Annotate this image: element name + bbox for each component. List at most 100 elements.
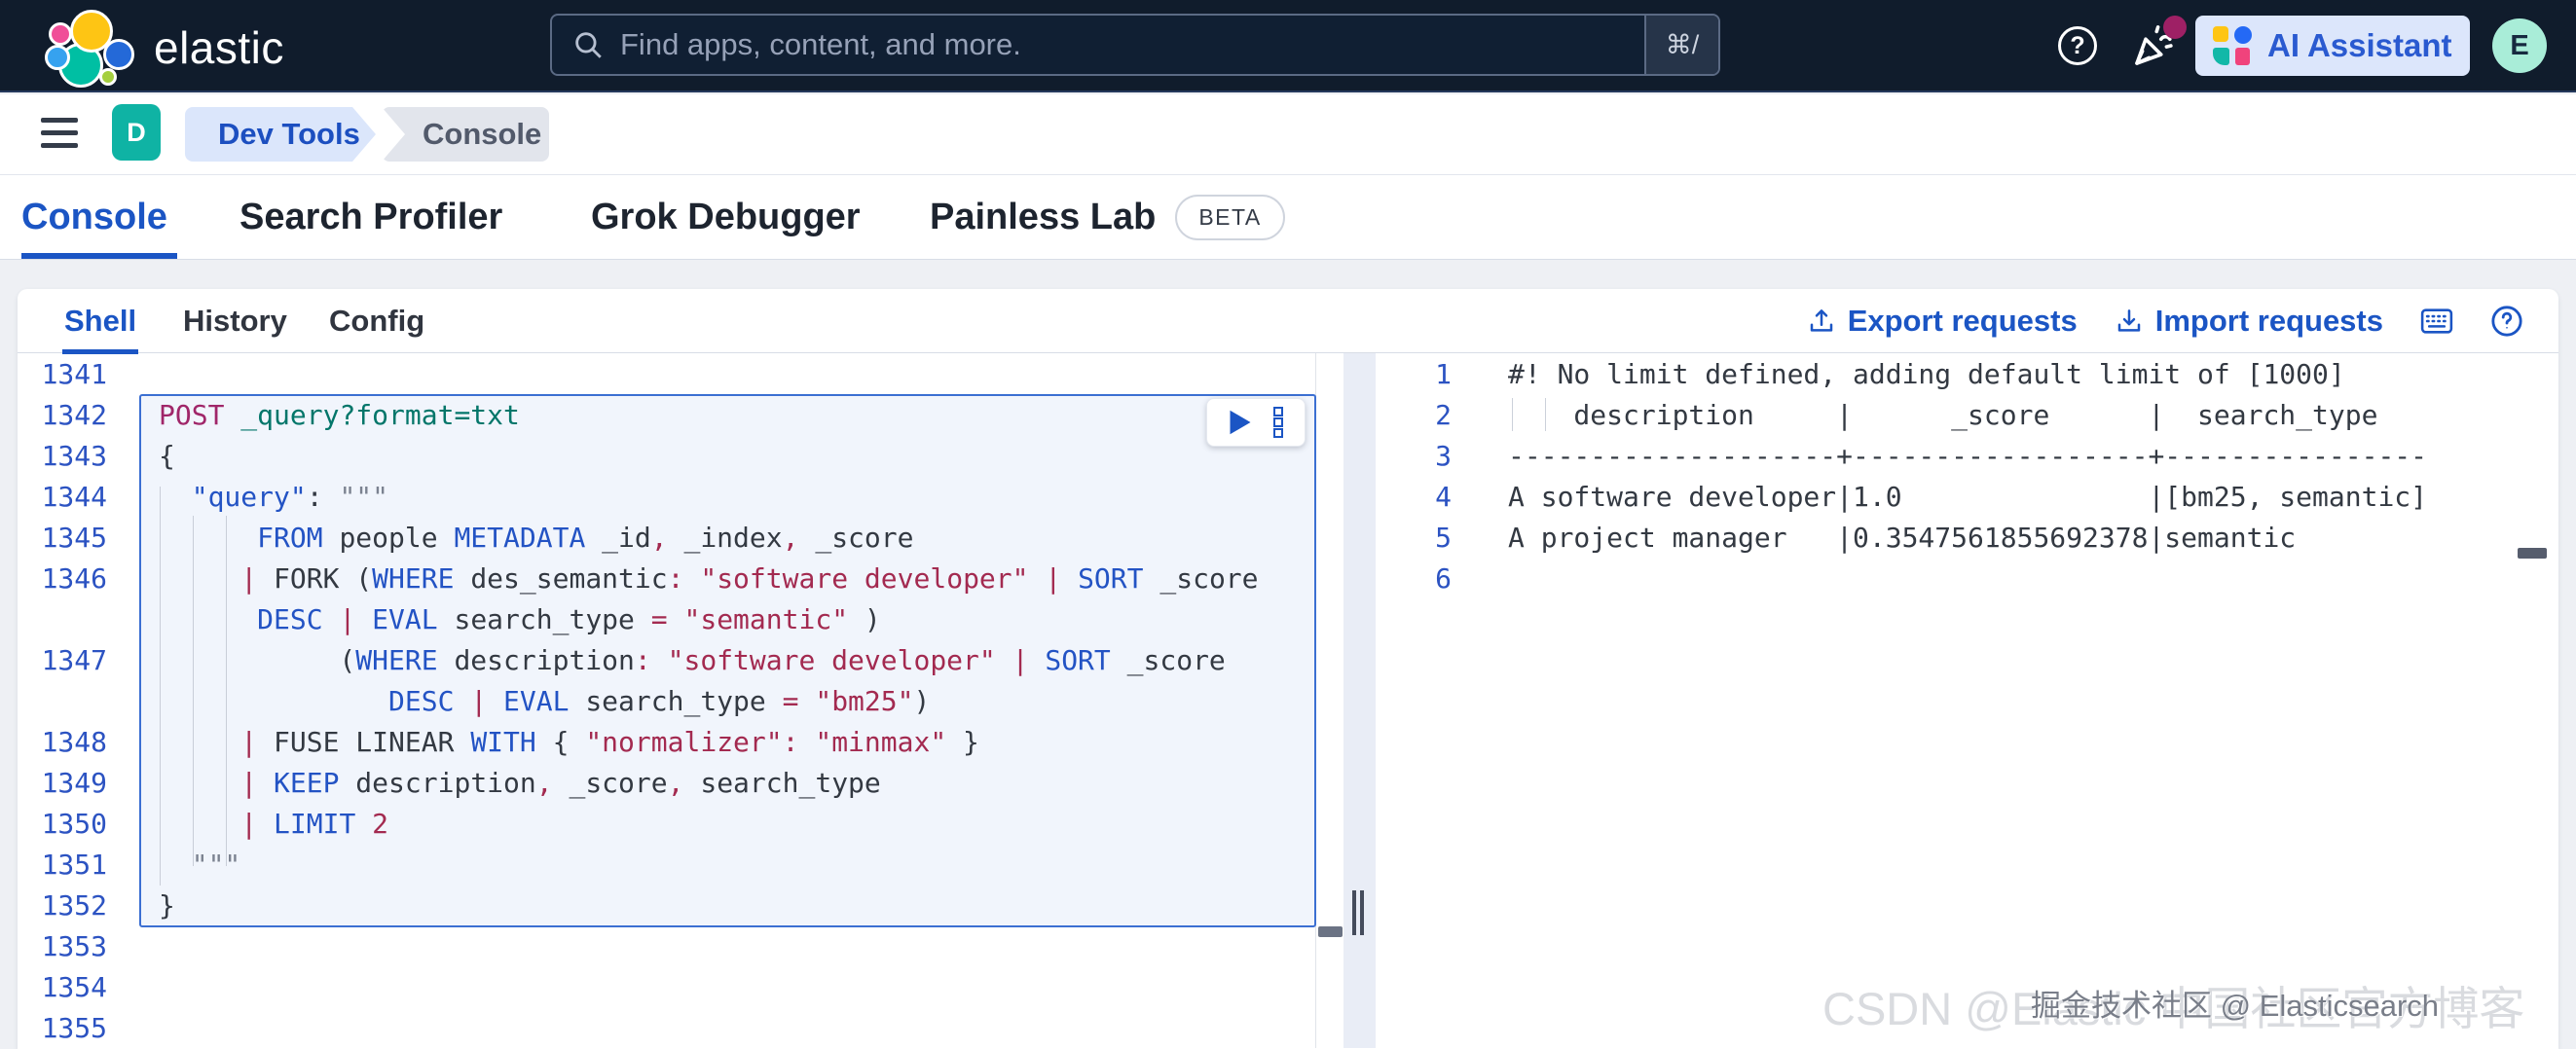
console-card: Shell History Config Export requests <box>18 289 2558 1049</box>
ai-assistant-icon <box>2213 26 2252 65</box>
line-number: 1354 <box>41 970 107 1003</box>
line-number: 1352 <box>41 888 107 922</box>
line-number: 1349 <box>41 766 107 799</box>
indent-guide <box>1512 398 1513 431</box>
tab-history[interactable]: History <box>183 304 287 338</box>
beta-badge: BETA <box>1175 194 1285 240</box>
output-line: 3--------------------+------------------… <box>1376 435 2558 476</box>
ai-assistant-label: AI Assistant <box>2267 27 2452 63</box>
elastic-wordmark: elastic <box>154 22 284 73</box>
editor-line[interactable]: 1354 <box>18 966 1315 1007</box>
editor-line[interactable]: 1344 "query": """ <box>18 476 1315 517</box>
editor-line[interactable]: 1348 | FUSE LINEAR WITH { "normalizer": … <box>18 721 1315 762</box>
line-number: 2 <box>1435 398 1452 431</box>
editor-line[interactable]: 1343{ <box>18 435 1315 476</box>
editor-line[interactable]: 1346 | FORK (WHERE des_semantic: "softwa… <box>18 558 1315 598</box>
notification-dot <box>2163 16 2187 39</box>
line-number: 1355 <box>41 1011 107 1044</box>
editor-scrollbar-thumb[interactable] <box>1318 926 1343 937</box>
splitter-handle[interactable] <box>1352 890 1367 935</box>
editor-line[interactable]: 1345 FROM people METADATA _id, _index, _… <box>18 517 1315 558</box>
export-icon <box>1807 307 1836 336</box>
elastic-logo-icon[interactable] <box>45 10 138 88</box>
line-number: 1341 <box>41 357 107 390</box>
top-header: elastic Find apps, content, and more. ⌘/… <box>0 0 2576 92</box>
indent-guide <box>1545 398 1546 431</box>
keyboard-shortcuts-icon[interactable] <box>2420 307 2453 336</box>
editor-line[interactable]: 1351 """ <box>18 844 1315 885</box>
import-icon <box>2115 307 2144 336</box>
line-number: 1344 <box>41 480 107 513</box>
output-line: 6 <box>1376 558 2558 598</box>
breadcrumb-console[interactable]: Console <box>382 107 549 162</box>
send-request-button[interactable] <box>1228 409 1253 436</box>
line-number: 1345 <box>41 521 107 554</box>
console-help-icon[interactable] <box>2490 305 2523 338</box>
editor-line[interactable]: 1355 <box>18 1007 1315 1048</box>
console-body: Shell History Config Export requests <box>0 260 2576 1049</box>
request-options-kebab-icon[interactable] <box>1272 406 1284 439</box>
juejin-watermark: 掘金技术社区 @ Elasticsearch <box>2031 989 2440 1023</box>
output-line: 2 description | _score | search_type <box>1376 394 2558 435</box>
editor-scrollbar <box>1317 353 1343 1048</box>
import-requests-button[interactable]: Import requests <box>2115 304 2383 339</box>
line-number: 1347 <box>41 643 107 676</box>
editor-line[interactable]: 1352} <box>18 885 1315 925</box>
global-search-input[interactable]: Find apps, content, and more. ⌘/ <box>550 14 1720 76</box>
ai-assistant-button[interactable]: AI Assistant <box>2195 16 2470 76</box>
line-number: 1353 <box>41 929 107 962</box>
line-number: 5 <box>1435 521 1452 554</box>
indent-guide <box>160 487 161 886</box>
breadcrumb-dev-tools[interactable]: Dev Tools <box>185 107 376 162</box>
output-line: 1#! No limit defined, adding default lim… <box>1376 353 2558 394</box>
line-number: 1348 <box>41 725 107 758</box>
user-avatar[interactable]: E <box>2492 18 2547 73</box>
line-number: 1346 <box>41 561 107 595</box>
search-icon <box>571 28 605 61</box>
editor-line[interactable]: 1349 | KEEP description, _score, search_… <box>18 762 1315 803</box>
breadcrumb-bar: D Dev Tools Console <box>0 94 2576 175</box>
line-number: 1 <box>1435 357 1452 390</box>
request-actions-pill <box>1206 398 1306 447</box>
active-tab-underline <box>21 253 177 259</box>
csdn-watermark: CSDN @Elastic 中国社区官方博客 <box>1822 983 2525 1034</box>
editor-line[interactable]: 1353 <box>18 925 1315 966</box>
editor-line[interactable]: 1350 | LIMIT 2 <box>18 803 1315 844</box>
tab-config[interactable]: Config <box>329 304 425 338</box>
line-number: 1343 <box>41 439 107 472</box>
tab-console[interactable]: Console <box>21 196 167 237</box>
line-number: 3 <box>1435 439 1452 472</box>
tab-shell[interactable]: Shell <box>64 304 137 338</box>
panel-splitter[interactable] <box>1343 353 1376 1048</box>
editor-line[interactable]: 1347 (WHERE description: "software devel… <box>18 639 1315 680</box>
output-rows: 1#! No limit defined, adding default lim… <box>1376 353 2558 598</box>
editor-line[interactable]: DESC | EVAL search_type = "bm25") <box>388 684 931 717</box>
editor-line[interactable]: 1341 <box>18 353 1315 394</box>
line-number: 4 <box>1435 480 1452 513</box>
active-shell-underline <box>62 349 138 354</box>
help-icon[interactable]: ? <box>2058 26 2097 65</box>
dev-tools-tab-bar: Console Search Profiler Grok Debugger Pa… <box>0 175 2576 260</box>
line-number: 6 <box>1435 561 1452 595</box>
line-number: 1350 <box>41 807 107 840</box>
tab-painless-lab[interactable]: Painless Lab BETA <box>930 175 1285 259</box>
dev-tools-app-badge[interactable]: D <box>112 104 161 161</box>
line-number: 1342 <box>41 398 107 431</box>
editor-line[interactable]: DESC | EVAL search_type = "semantic" ) <box>257 602 881 635</box>
response-output: 1#! No limit defined, adding default lim… <box>1376 353 2558 1048</box>
console-card-header: Shell History Config Export requests <box>18 289 2558 354</box>
console-actions: Export requests Import requests <box>1807 289 2523 353</box>
menu-icon[interactable] <box>41 118 78 151</box>
tab-grok-debugger[interactable]: Grok Debugger <box>591 196 861 237</box>
indent-guide <box>193 516 194 866</box>
tab-search-profiler[interactable]: Search Profiler <box>239 196 503 237</box>
search-shortcut-badge: ⌘/ <box>1644 16 1718 74</box>
export-requests-button[interactable]: Export requests <box>1807 304 2078 339</box>
news-feed-icon[interactable] <box>2128 16 2187 76</box>
output-scrollbar-thumb[interactable] <box>2518 548 2547 559</box>
